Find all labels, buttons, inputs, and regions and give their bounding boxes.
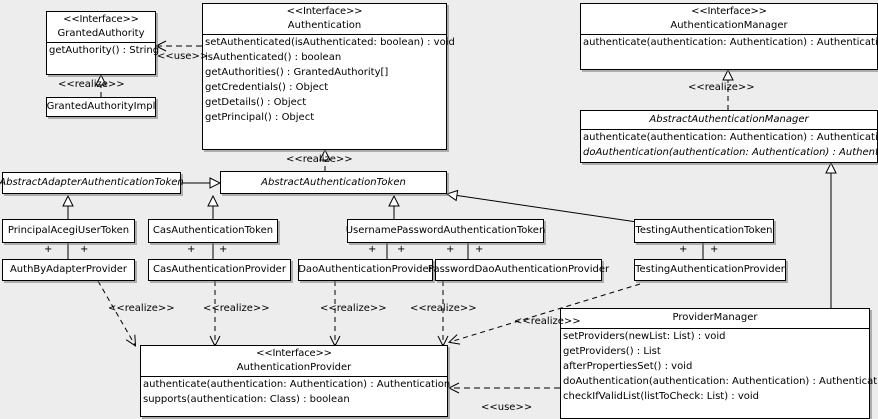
multiplicity-marker-5: + [368, 244, 377, 255]
operation-authenticate: authenticate(authentication: Authenticat… [583, 37, 878, 48]
operation-checkifvalidlist: checkIfValidList(listToCheck: List) : vo… [563, 391, 760, 402]
class-box-abstractauthenticationtoken[interactable]: AbstractAuthenticationToken [220, 171, 447, 194]
class-box-casauthenticationprovider[interactable]: CasAuthenticationProvider [148, 259, 291, 281]
operation-afterpropertiesset: afterPropertiesSet() : void [563, 361, 693, 372]
class-name-label: PrincipalAcegiUserToken [7, 225, 130, 236]
class-operations-authenticationprovider: authenticate(authentication: Authenticat… [141, 376, 451, 409]
operation-doauthentication: doAuthentication(authentication: Authent… [563, 376, 878, 387]
class-name-label: TestingAuthenticationToken [635, 225, 773, 236]
edge-realize-authbyadapterprovider [97, 280, 135, 345]
multiplicity-marker-3: + [187, 244, 196, 255]
class-name-label: PasswordDaoAuthenticationProvider [427, 264, 610, 275]
edge-label-realize-abstractauthenticationmanager: <<realize>> [688, 82, 755, 93]
class-box-providermanager[interactable]: ProviderManager setProviders(newList: Li… [560, 308, 878, 419]
operation-supports: supports(authentication: Class) : boolea… [143, 394, 350, 405]
class-name-label: UsernamePasswordAuthenticationToken [345, 225, 546, 236]
class-box-casauthenticationtoken[interactable]: CasAuthenticationToken [148, 219, 278, 243]
class-box-principalacegiusertoken[interactable]: PrincipalAcegiUserToken [2, 219, 135, 243]
operation-setproviders: setProviders(newList: List) : void [563, 331, 726, 342]
multiplicity-marker-1: + [44, 244, 53, 255]
operation-setauthenticated: setAuthenticated(isAuthenticated: boolea… [205, 37, 455, 48]
edge-label-realize-abstractauthenticationtoken: <<realize>> [286, 154, 353, 165]
class-box-usernamepasswordauthenticationtoken[interactable]: UsernamePasswordAuthenticationToken [345, 219, 546, 243]
multiplicity-marker-8: + [475, 244, 484, 255]
class-name-label: AbstractAuthenticationManager [649, 114, 809, 125]
multiplicity-marker-7: + [446, 244, 455, 255]
class-name-label: AbstractAuthenticationToken [261, 176, 406, 188]
class-name-label: ProviderManager [672, 312, 758, 323]
operation-authenticate: authenticate(authentication: Authenticat… [583, 132, 878, 143]
edge-realize-testingauthenticationprovider [450, 283, 641, 342]
class-box-grantedauthorityimpl[interactable]: GrantedAuthorityImpl [46, 97, 156, 117]
class-operations-authenticationmanager: authenticate(authentication: Authenticat… [581, 34, 878, 52]
edge-label-realize-daoauthenticationprovider: <<realize>> [320, 303, 387, 314]
class-operations-abstractauthenticationmanager: authenticate(authentication: Authenticat… [581, 129, 878, 162]
edge-label-realize-authbyadapterprovider: <<realize>> [108, 303, 175, 314]
edge-label-realize-casauthenticationprovider: <<realize>> [203, 303, 270, 314]
class-header-authenticationmanager: <<Interface>> AuthenticationManager [581, 4, 877, 34]
multiplicity-marker-10: + [710, 244, 719, 255]
class-name-label: AuthenticationProvider [236, 362, 352, 373]
class-header-grantedauthority: <<Interface>> GrantedAuthority [47, 12, 155, 42]
operation-getproviders: getProviders() : List [563, 346, 661, 357]
class-name-label: Authentication [287, 20, 362, 31]
class-box-passworddaoauthenticationprovider[interactable]: PasswordDaoAuthenticationProvider [428, 259, 609, 281]
class-box-grantedauthority[interactable]: <<Interface>> GrantedAuthority getAuthor… [46, 11, 160, 75]
class-name-label: GrantedAuthority [57, 28, 145, 39]
class-name-label: AbstractAdapterAuthenticationToken [0, 177, 184, 188]
class-box-testingauthenticationtoken[interactable]: TestingAuthenticationToken [634, 219, 774, 243]
class-header-authenticationprovider: <<Interface>> AuthenticationProvider [141, 346, 447, 376]
stereotype-label: <<Interface>> [63, 14, 139, 25]
stereotype-label: <<Interface>> [256, 348, 332, 359]
class-operations-providermanager: setProviders(newList: List) : void getPr… [561, 328, 878, 406]
class-operations-authentication: setAuthenticated(isAuthenticated: boolea… [203, 34, 455, 127]
class-header-providermanager: ProviderManager [561, 309, 869, 328]
edge-label-use-providermanager: <<use>> [481, 402, 533, 413]
operation-getprincipal: getPrincipal() : Object [205, 112, 315, 123]
class-name-label: TestingAuthenticationProvider [635, 264, 785, 275]
stereotype-label: <<Interface>> [286, 6, 363, 17]
operation-getcredentials: getCredentials() : Object [205, 82, 329, 93]
operation-getdetails: getDetails() : Object [205, 97, 307, 108]
class-box-authenticationmanager[interactable]: <<Interface>> AuthenticationManager auth… [580, 3, 878, 70]
operation-authenticate: authenticate(authentication: Authenticat… [143, 379, 451, 390]
edge-label-use-authentication-grantedauthority: <<use>> [157, 51, 209, 62]
class-box-abstractadapterauthenticationtoken[interactable]: AbstractAdapterAuthenticationToken [0, 172, 184, 194]
stereotype-label: <<Interface>> [691, 6, 767, 17]
class-box-abstractauthenticationmanager[interactable]: AbstractAuthenticationManager authentica… [580, 110, 878, 163]
class-box-authbyadapterprovider[interactable]: AuthByAdapterProvider [2, 259, 135, 281]
operation-isauthenticated: isAuthenticated() : boolean [205, 52, 342, 63]
operation-getauthorities: getAuthorities() : GrantedAuthority[] [205, 67, 389, 78]
operation-getauthority: getAuthority() : String [49, 45, 160, 56]
class-box-authentication[interactable]: <<Interface>> Authentication setAuthenti… [202, 3, 455, 150]
class-box-daoauthenticationprovider[interactable]: DaoAuthenticationProvider [298, 259, 433, 281]
class-header-authentication: <<Interface>> Authentication [203, 4, 446, 34]
class-operations-grantedauthority: getAuthority() : String [47, 42, 160, 60]
edge-label-realize-grantedauthorityimpl: <<realize>> [58, 79, 125, 90]
class-name-label: DaoAuthenticationProvider [298, 264, 433, 275]
edge-label-realize-passworddaoauthenticationprovider: <<realize>> [410, 303, 477, 314]
multiplicity-marker-9: + [679, 244, 688, 255]
operation-doauthentication: doAuthentication(authentication: Authent… [583, 147, 878, 158]
class-name-label: CasAuthenticationToken [152, 225, 274, 236]
multiplicity-marker-2: + [80, 244, 89, 255]
multiplicity-marker-6: + [397, 244, 406, 255]
edge-generalization-testingauthenticationtoken [447, 194, 638, 223]
class-name-label: AuthByAdapterProvider [9, 264, 128, 275]
multiplicity-marker-4: + [219, 244, 228, 255]
class-box-testingauthenticationprovider[interactable]: TestingAuthenticationProvider [634, 259, 786, 281]
class-name-label: GrantedAuthorityImpl [46, 101, 156, 112]
class-name-label: CasAuthenticationProvider [153, 264, 286, 275]
edge-label-realize-testingauthenticationprovider: <<realize>> [514, 316, 581, 327]
class-box-authenticationprovider[interactable]: <<Interface>> AuthenticationProvider aut… [140, 345, 451, 417]
class-header-abstractauthenticationmanager: AbstractAuthenticationManager [581, 111, 877, 129]
class-name-label: AuthenticationManager [670, 20, 788, 31]
